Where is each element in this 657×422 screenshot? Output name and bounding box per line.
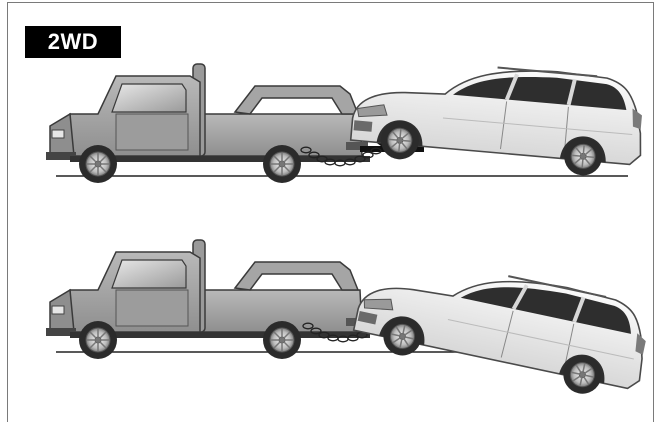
tow-truck [46,64,370,183]
tow-scene-upper [46,54,647,183]
tow-scene-lower [46,240,655,401]
tow-illustration [0,0,657,401]
suv-vehicle [349,54,647,180]
tow-truck [46,240,370,359]
suv-vehicle [351,246,656,401]
